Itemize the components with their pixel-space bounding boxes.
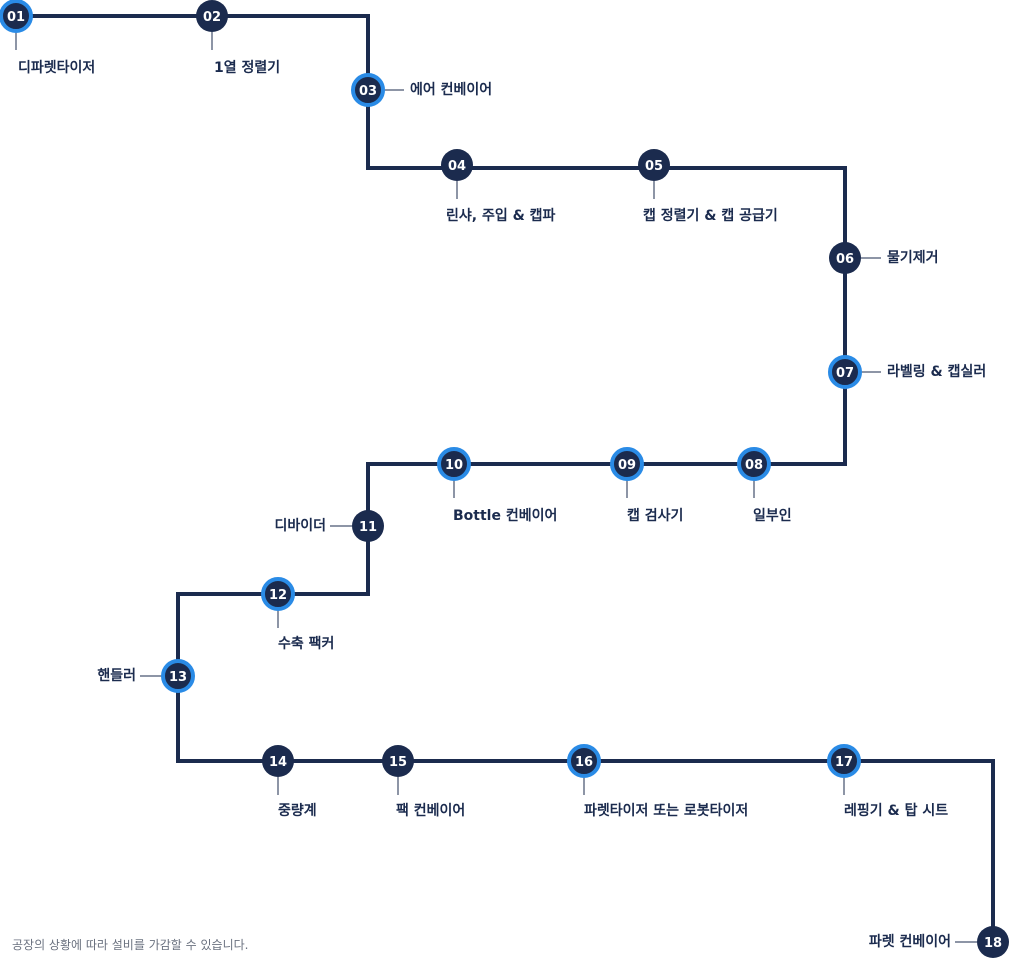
- step-node-17: 17: [827, 744, 861, 778]
- step-label-01: 디파렛타이저: [18, 60, 96, 76]
- step-node-09: 09: [610, 447, 644, 481]
- step-label-04: 린샤, 주입 & 캡파: [446, 208, 556, 224]
- step-number-16: 16: [575, 755, 593, 770]
- step-node-12: 12: [261, 577, 295, 611]
- step-label-09: 캡 검사기: [627, 508, 684, 524]
- step-number-12: 12: [269, 588, 287, 603]
- step-label-07: 라벨링 & 캡실러: [887, 364, 987, 380]
- step-label-16: 파렛타이저 또는 로봇타이저: [584, 803, 749, 819]
- step-circle-12: [261, 577, 295, 611]
- step-label-14: 중량계: [278, 803, 317, 819]
- step-node-05: 05: [638, 149, 670, 181]
- step-node-04: 04: [441, 149, 473, 181]
- step-circle-07: [828, 355, 862, 389]
- step-number-14: 14: [269, 755, 287, 770]
- step-circle-15: [382, 745, 414, 777]
- step-circle-11: [352, 510, 384, 542]
- step-label-15: 팩 컨베이어: [396, 803, 466, 819]
- step-label-17: 레핑기 & 탑 시트: [844, 803, 949, 819]
- step-number-11: 11: [359, 520, 377, 535]
- step-number-17: 17: [835, 755, 853, 770]
- step-node-18: 18: [977, 926, 1009, 958]
- step-node-03: 03: [351, 73, 385, 107]
- step-node-11: 11: [352, 510, 384, 542]
- step-circle-18: [977, 926, 1009, 958]
- step-circle-06: [829, 242, 861, 274]
- step-label-02: 1열 정렬기: [214, 60, 281, 76]
- step-number-06: 06: [836, 252, 854, 267]
- step-circle-03: [351, 73, 385, 107]
- step-number-02: 02: [203, 10, 221, 25]
- step-circle-05: [638, 149, 670, 181]
- step-node-06: 06: [829, 242, 861, 274]
- step-node-13: 13: [161, 659, 195, 693]
- step-circle-08: [737, 447, 771, 481]
- step-label-05: 캡 정렬기 & 캡 공급기: [643, 208, 778, 224]
- step-circle-04: [441, 149, 473, 181]
- step-label-03: 에어 컨베이어: [410, 82, 493, 98]
- step-label-13: 핸들러: [97, 668, 136, 684]
- step-circle-17: [827, 744, 861, 778]
- step-label-06: 물기제거: [887, 250, 939, 266]
- step-circle-16: [567, 744, 601, 778]
- step-number-15: 15: [389, 755, 407, 770]
- step-circle-01: [0, 0, 33, 33]
- step-number-05: 05: [645, 159, 663, 174]
- process-route-line: [16, 14, 995, 942]
- step-node-07: 07: [828, 355, 862, 389]
- step-number-04: 04: [448, 159, 466, 174]
- step-node-14: 14: [262, 745, 294, 777]
- step-node-10: 10: [437, 447, 471, 481]
- step-label-10: Bottle 컨베이어: [453, 508, 558, 524]
- step-number-13: 13: [169, 670, 187, 685]
- step-number-08: 08: [745, 458, 763, 473]
- step-number-07: 07: [836, 366, 854, 381]
- step-node-02: 02: [196, 0, 228, 32]
- step-circle-09: [610, 447, 644, 481]
- step-circle-10: [437, 447, 471, 481]
- step-number-01: 01: [7, 10, 25, 25]
- step-label-11: 디바이더: [274, 518, 326, 534]
- step-circle-02: [196, 0, 228, 32]
- step-number-18: 18: [984, 936, 1002, 951]
- step-number-09: 09: [618, 458, 636, 473]
- step-label-12: 수축 팩커: [278, 636, 335, 652]
- footnote: 공장의 상황에 따라 설비를 가감할 수 있습니다.: [12, 938, 249, 952]
- step-number-10: 10: [445, 458, 463, 473]
- step-node-15: 15: [382, 745, 414, 777]
- step-node-01: 01: [0, 0, 33, 33]
- step-node-16: 16: [567, 744, 601, 778]
- step-number-03: 03: [359, 84, 377, 99]
- step-node-08: 08: [737, 447, 771, 481]
- step-label-08: 일부인: [753, 508, 792, 524]
- step-circle-13: [161, 659, 195, 693]
- step-label-18: 파렛 컨베이어: [868, 934, 951, 950]
- step-circle-14: [262, 745, 294, 777]
